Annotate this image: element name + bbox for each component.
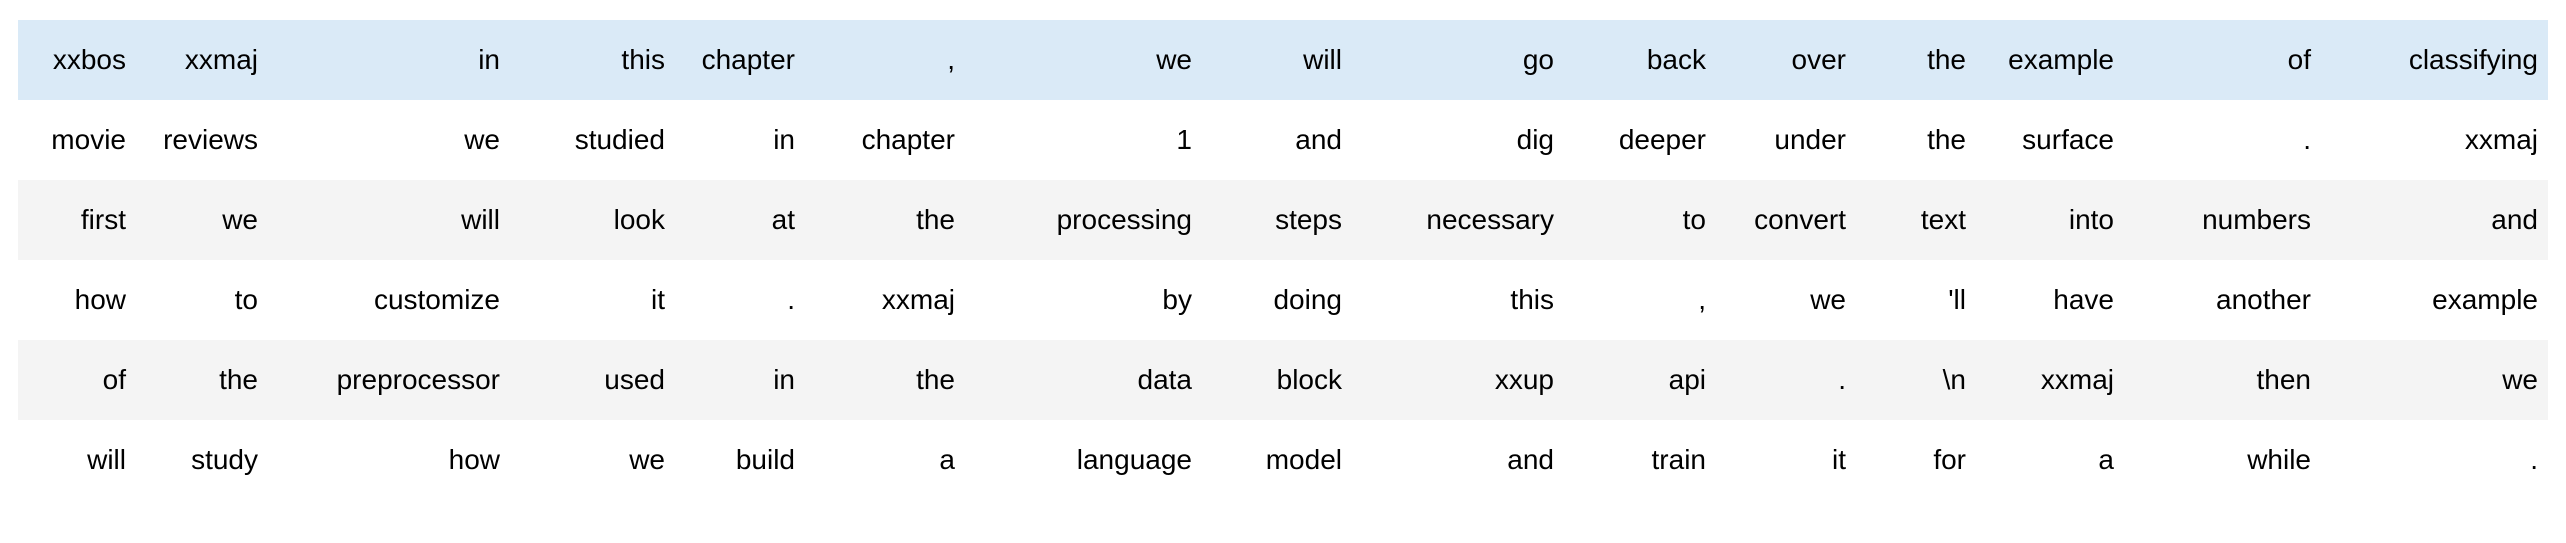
- table-cell: .: [675, 260, 805, 340]
- table-cell: to: [1564, 180, 1716, 260]
- table-cell: the: [805, 340, 965, 420]
- table-cell: we: [1716, 260, 1856, 340]
- table-cell: have: [1976, 260, 2124, 340]
- table-cell: the: [136, 340, 268, 420]
- table-cell: in: [675, 100, 805, 180]
- table-cell: text: [1856, 180, 1976, 260]
- table-cell: build: [675, 420, 805, 500]
- table-cell: it: [510, 260, 675, 340]
- table-cell: we: [510, 420, 675, 500]
- table-cell: will: [1202, 20, 1352, 100]
- table-cell: xxmaj: [2321, 100, 2548, 180]
- table-cell: the: [1856, 100, 1976, 180]
- table-cell: ,: [805, 20, 965, 100]
- table-cell: first: [18, 180, 136, 260]
- table-cell: of: [18, 340, 136, 420]
- table-cell: numbers: [2124, 180, 2321, 260]
- table-cell: under: [1716, 100, 1856, 180]
- table-cell: train: [1564, 420, 1716, 500]
- table-cell: this: [510, 20, 675, 100]
- table-cell: necessary: [1352, 180, 1564, 260]
- table-cell: and: [2321, 180, 2548, 260]
- table-cell: block: [1202, 340, 1352, 420]
- table-cell: a: [1976, 420, 2124, 500]
- table-cell: movie: [18, 100, 136, 180]
- table-cell: doing: [1202, 260, 1352, 340]
- table-cell: the: [1856, 20, 1976, 100]
- table-cell: will: [18, 420, 136, 500]
- table-cell: xxup: [1352, 340, 1564, 420]
- table-cell: of: [2124, 20, 2321, 100]
- table-cell: preprocessor: [268, 340, 510, 420]
- table-cell: processing: [965, 180, 1202, 260]
- table-cell: 'll: [1856, 260, 1976, 340]
- table-cell: chapter: [675, 20, 805, 100]
- table-cell: will: [268, 180, 510, 260]
- table-cell: by: [965, 260, 1202, 340]
- table-cell: this: [1352, 260, 1564, 340]
- table-cell: how: [18, 260, 136, 340]
- table-cell: a: [805, 420, 965, 500]
- table-cell: how: [268, 420, 510, 500]
- table-cell: we: [2321, 340, 2548, 420]
- table-cell: steps: [1202, 180, 1352, 260]
- table-cell: the: [805, 180, 965, 260]
- table-cell: and: [1352, 420, 1564, 500]
- table-cell: in: [675, 340, 805, 420]
- table-cell: classifying: [2321, 20, 2548, 100]
- table-cell: surface: [1976, 100, 2124, 180]
- table-cell: language: [965, 420, 1202, 500]
- table-cell: xxmaj: [1976, 340, 2124, 420]
- table-cell: go: [1352, 20, 1564, 100]
- table-cell: and: [1202, 100, 1352, 180]
- table-cell: model: [1202, 420, 1352, 500]
- table-cell: convert: [1716, 180, 1856, 260]
- table-cell: \n: [1856, 340, 1976, 420]
- table-cell: to: [136, 260, 268, 340]
- table-cell: it: [1716, 420, 1856, 500]
- table-cell: xxmaj: [805, 260, 965, 340]
- table-cell: example: [2321, 260, 2548, 340]
- table-cell: ,: [1564, 260, 1716, 340]
- table-cell: in: [268, 20, 510, 100]
- table-cell: data: [965, 340, 1202, 420]
- table-cell: back: [1564, 20, 1716, 100]
- table-cell: dig: [1352, 100, 1564, 180]
- table-cell: chapter: [805, 100, 965, 180]
- table-cell: .: [2321, 420, 2548, 500]
- table-cell: while: [2124, 420, 2321, 500]
- table-cell: another: [2124, 260, 2321, 340]
- table-cell: customize: [268, 260, 510, 340]
- table-cell: used: [510, 340, 675, 420]
- table-cell: look: [510, 180, 675, 260]
- table-cell: over: [1716, 20, 1856, 100]
- table-cell: 1: [965, 100, 1202, 180]
- table-cell: api: [1564, 340, 1716, 420]
- table-cell: xxbos: [18, 20, 136, 100]
- table-cell: we: [965, 20, 1202, 100]
- table-cell: studied: [510, 100, 675, 180]
- table-cell: example: [1976, 20, 2124, 100]
- table-cell: for: [1856, 420, 1976, 500]
- table-cell: xxmaj: [136, 20, 268, 100]
- table-cell: deeper: [1564, 100, 1716, 180]
- table-cell: we: [268, 100, 510, 180]
- table-cell: into: [1976, 180, 2124, 260]
- table-cell: then: [2124, 340, 2321, 420]
- table-cell: .: [1716, 340, 1856, 420]
- table-cell: we: [136, 180, 268, 260]
- table-cell: at: [675, 180, 805, 260]
- table-cell: .: [2124, 100, 2321, 180]
- table-cell: study: [136, 420, 268, 500]
- table-cell: reviews: [136, 100, 268, 180]
